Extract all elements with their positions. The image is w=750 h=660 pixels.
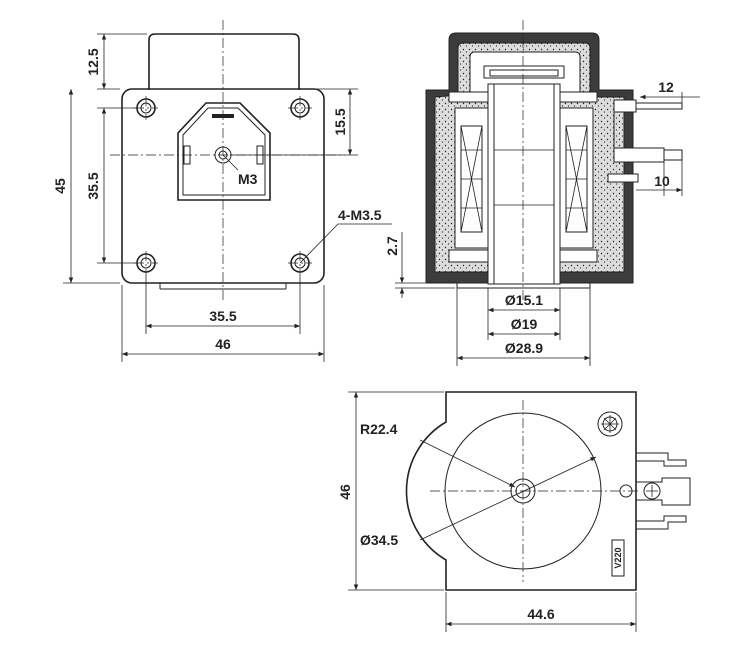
dim-radius: R22.4 xyxy=(360,421,398,437)
ground-screw-icon xyxy=(597,411,623,437)
side-view: V220 R22.4 Ø34.5 46 44.6 xyxy=(337,391,691,632)
dim-height-upper: 12.5 xyxy=(85,48,101,75)
dim-terminal-offset: 12 xyxy=(658,79,674,95)
dim-diameter-inner: Ø15.1 xyxy=(505,292,543,308)
dim-terminal-width: 10 xyxy=(654,173,670,189)
dim-height-total: 45 xyxy=(52,178,68,194)
dim-width-holes: 35.5 xyxy=(209,308,236,324)
terminal-screw-icon xyxy=(619,482,661,500)
dim-side-width: 44.6 xyxy=(527,606,554,622)
stamp-voltage: V220 xyxy=(613,547,623,568)
dim-offset-right: 15.5 xyxy=(332,108,348,135)
dim-diameter-outer: Ø28.9 xyxy=(505,340,543,356)
label-center-thread: M3 xyxy=(238,171,258,187)
dim-width-total: 46 xyxy=(215,336,231,352)
dim-diameter-mid: Ø19 xyxy=(511,316,538,332)
front-view: 12.5 45 35.5 15.5 M3 4-M3.5 35.5 46 xyxy=(52,20,392,362)
dim-flange: 2.7 xyxy=(384,236,400,256)
section-view: 12 10 2.7 Ø15.1 Ø19 Ø28.9 xyxy=(384,20,700,366)
dim-side-height: 46 xyxy=(337,484,353,500)
dim-height-holes: 35.5 xyxy=(85,172,101,199)
label-mount-holes: 4-M3.5 xyxy=(338,207,382,223)
dim-diameter: Ø34.5 xyxy=(360,532,398,548)
